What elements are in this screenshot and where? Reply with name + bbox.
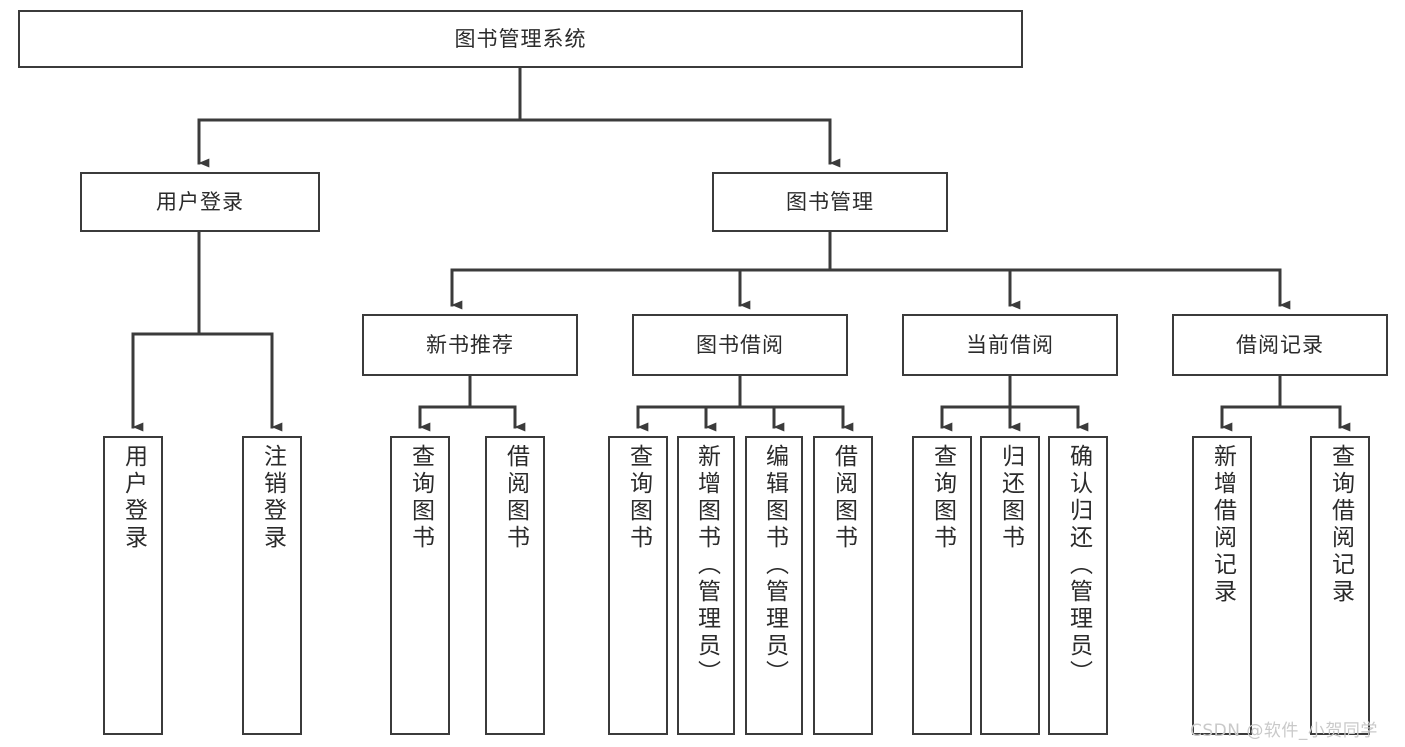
leaf-record-query-record[interactable]: 查询借阅记录 bbox=[1310, 436, 1370, 735]
leaf-current-confirm-return[interactable]: 确认归还（管理员） bbox=[1048, 436, 1108, 735]
node-borrow-record[interactable]: 借阅记录 bbox=[1172, 314, 1388, 376]
leaf-borrow-query-book[interactable]: 查询图书 bbox=[608, 436, 668, 735]
leaf-newbook-borrow-book-label: 借阅图书 bbox=[502, 444, 529, 552]
node-book-borrow[interactable]: 图书借阅 bbox=[632, 314, 848, 376]
leaf-borrow-edit-book-label: 编辑图书（管理员） bbox=[761, 444, 788, 687]
leaf-record-add-record-label: 新增借阅记录 bbox=[1209, 444, 1236, 606]
node-root[interactable]: 图书管理系统 bbox=[18, 10, 1023, 68]
leaf-user-login-label: 用户登录 bbox=[120, 444, 147, 552]
node-book-management[interactable]: 图书管理 bbox=[712, 172, 948, 232]
leaf-current-query-book-label: 查询图书 bbox=[929, 444, 956, 552]
node-current-borrow-label: 当前借阅 bbox=[966, 332, 1054, 357]
node-user-login-label: 用户登录 bbox=[156, 189, 244, 214]
leaf-logout[interactable]: 注销登录 bbox=[242, 436, 302, 735]
leaf-borrow-add-book-label: 新增图书（管理员） bbox=[693, 444, 720, 687]
node-borrow-record-label: 借阅记录 bbox=[1236, 332, 1324, 357]
node-book-borrow-label: 图书借阅 bbox=[696, 332, 784, 357]
leaf-record-add-record[interactable]: 新增借阅记录 bbox=[1192, 436, 1252, 735]
leaf-newbook-query-book-label: 查询图书 bbox=[407, 444, 434, 552]
leaf-current-confirm-return-label: 确认归还（管理员） bbox=[1065, 444, 1092, 687]
leaf-logout-label: 注销登录 bbox=[259, 444, 286, 552]
node-book-management-label: 图书管理 bbox=[786, 189, 874, 214]
leaf-borrow-borrow-book[interactable]: 借阅图书 bbox=[813, 436, 873, 735]
leaf-newbook-query-book[interactable]: 查询图书 bbox=[390, 436, 450, 735]
leaf-borrow-borrow-book-label: 借阅图书 bbox=[830, 444, 857, 552]
node-user-login[interactable]: 用户登录 bbox=[80, 172, 320, 232]
leaf-newbook-borrow-book[interactable]: 借阅图书 bbox=[485, 436, 545, 735]
leaf-current-query-book[interactable]: 查询图书 bbox=[912, 436, 972, 735]
node-root-label: 图书管理系统 bbox=[454, 26, 587, 51]
leaf-borrow-edit-book[interactable]: 编辑图书（管理员） bbox=[745, 436, 803, 735]
leaf-user-login[interactable]: 用户登录 bbox=[103, 436, 163, 735]
leaf-borrow-add-book[interactable]: 新增图书（管理员） bbox=[677, 436, 735, 735]
leaf-current-return-book-label: 归还图书 bbox=[997, 444, 1024, 552]
leaf-record-query-record-label: 查询借阅记录 bbox=[1327, 444, 1354, 606]
watermark: CSDN @软件_小贺同学 bbox=[1190, 721, 1378, 741]
node-new-book-recommend[interactable]: 新书推荐 bbox=[362, 314, 578, 376]
node-new-book-recommend-label: 新书推荐 bbox=[426, 332, 514, 357]
leaf-current-return-book[interactable]: 归还图书 bbox=[980, 436, 1040, 735]
leaf-borrow-query-book-label: 查询图书 bbox=[625, 444, 652, 552]
node-current-borrow[interactable]: 当前借阅 bbox=[902, 314, 1118, 376]
